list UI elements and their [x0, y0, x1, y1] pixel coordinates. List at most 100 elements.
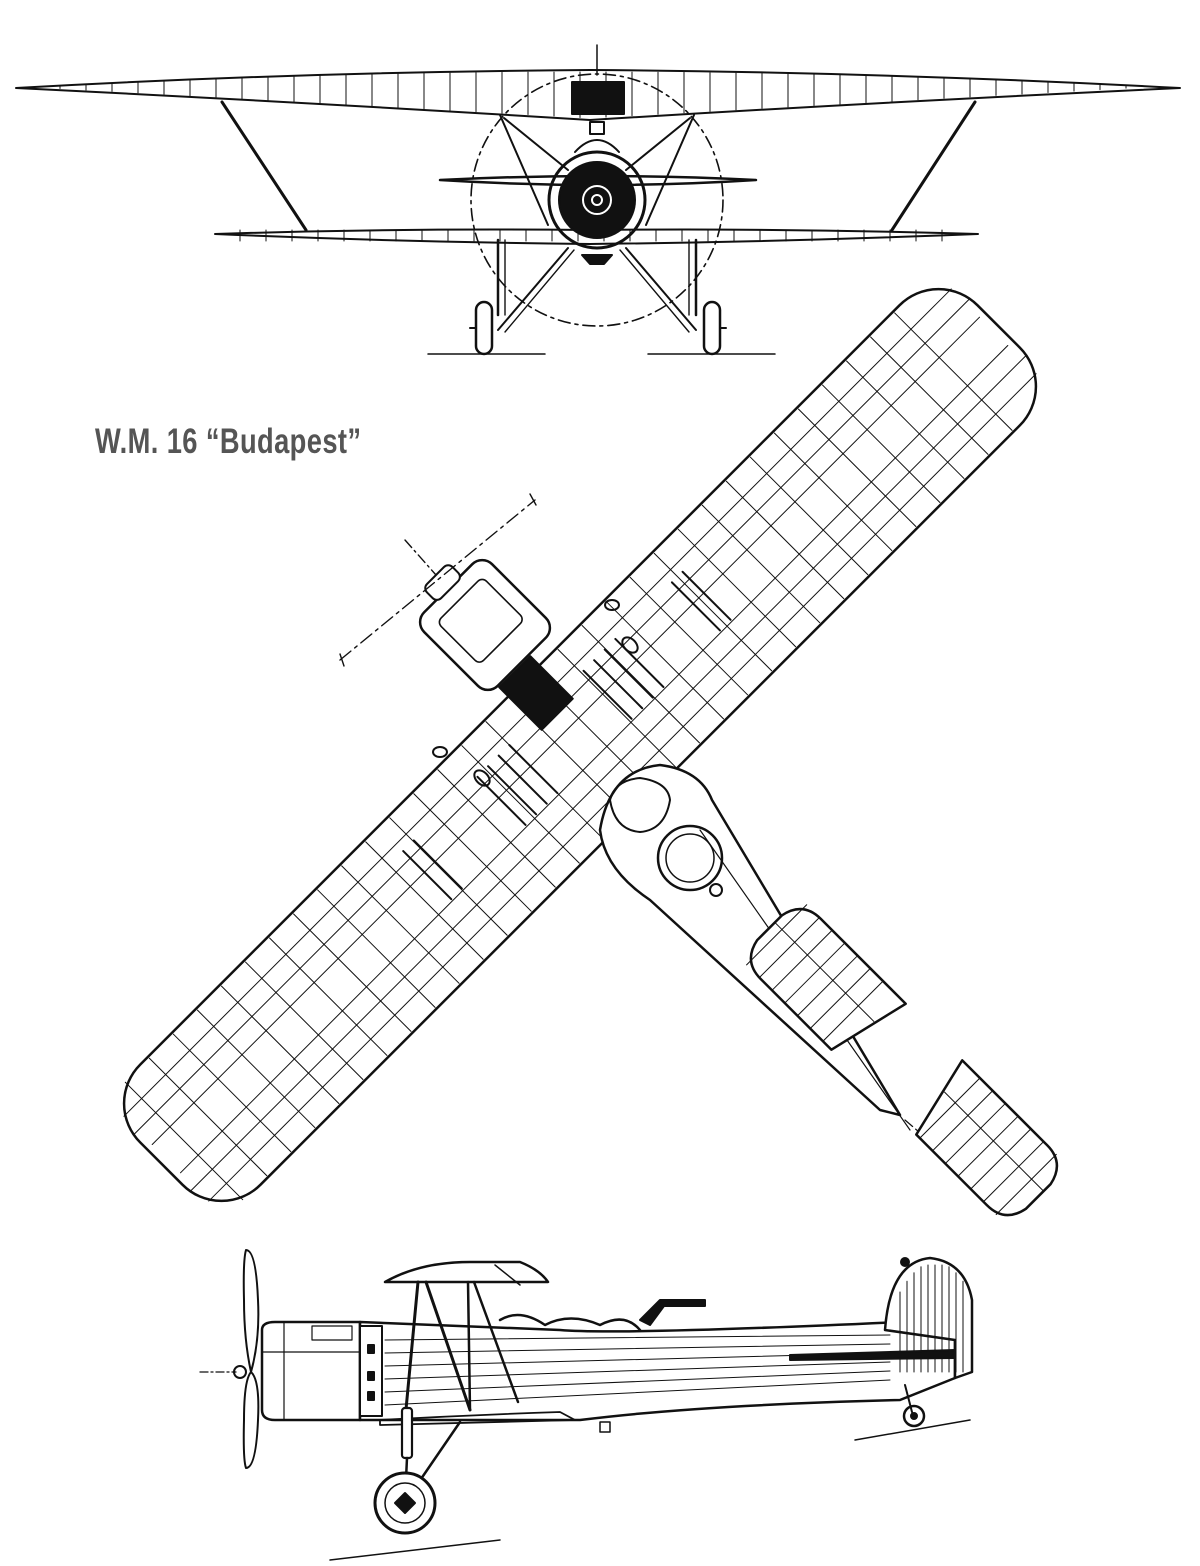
wing-rib	[701, 504, 821, 624]
wing-rib	[870, 336, 989, 455]
wheel-right	[702, 300, 722, 356]
belly-radiator	[581, 254, 613, 265]
belly-step	[599, 1421, 611, 1433]
tail-rib	[995, 1153, 1057, 1215]
propeller-hub	[582, 185, 612, 215]
flap-line	[190, 355, 1026, 1191]
wing-rib	[172, 1033, 292, 1153]
cabane-strut	[625, 117, 691, 171]
rear-gun	[639, 1299, 706, 1326]
wing-rib	[293, 913, 412, 1032]
wing-center-section-black	[571, 81, 625, 115]
tail-rib	[796, 955, 859, 1017]
side-view	[199, 1249, 974, 1561]
gunner-ring-inner	[665, 833, 715, 883]
wing-rib	[245, 961, 364, 1080]
oil-cooler	[589, 121, 605, 135]
center-section-black	[498, 655, 574, 731]
vent	[367, 1391, 375, 1401]
prop-tick	[339, 653, 345, 667]
tail-rib	[746, 904, 808, 966]
wing-rib	[846, 360, 965, 479]
tail-rib	[944, 1102, 1006, 1165]
tail-rib	[771, 929, 833, 991]
front-view	[15, 44, 1181, 356]
tail-rib	[919, 1077, 981, 1139]
wing-stringer	[151, 316, 981, 1146]
aileron-horn	[494, 1264, 521, 1286]
engine-core	[558, 161, 636, 239]
wing-rib	[365, 841, 484, 960]
gear-brace-left	[497, 247, 569, 331]
upper-wing-side	[383, 1260, 550, 1284]
wing-rib	[220, 985, 340, 1105]
wing-rib	[557, 649, 676, 768]
wing-plan	[122, 287, 1038, 1203]
wing-rib	[749, 456, 869, 576]
aircraft-title: W.M. 16 “Budapest”	[95, 422, 362, 461]
main-wheel-hub	[394, 1492, 416, 1514]
aerial-mast	[900, 1257, 910, 1267]
interplane-strut-right	[890, 100, 977, 232]
tail-rib	[809, 967, 871, 1030]
tail-rib	[822, 980, 884, 1042]
gun-mount	[709, 883, 723, 897]
elevator-hinge	[774, 921, 875, 1022]
upper-wing-front	[15, 69, 1181, 121]
propeller-blade	[242, 1371, 260, 1469]
upper-wing-ribs	[59, 71, 1127, 118]
wing-rib	[605, 600, 725, 720]
wing-rib	[148, 1057, 268, 1177]
engine-nose-plan	[418, 558, 552, 692]
aileron-hinge	[432, 746, 448, 758]
plan-view	[122, 287, 1059, 1217]
aileron-hinge	[604, 599, 620, 611]
gear-brace-right	[625, 247, 697, 331]
propeller-blade	[242, 1249, 260, 1373]
cabane-strut	[503, 117, 569, 171]
wing-rib	[269, 937, 388, 1056]
ground-line	[329, 1539, 501, 1561]
tailplane-front	[438, 174, 758, 187]
lower-wing-ribs	[239, 229, 943, 242]
cockpit-fairing	[609, 777, 671, 833]
strut	[466, 1280, 472, 1412]
wing-rib	[461, 745, 580, 864]
wing-stringer	[179, 344, 1009, 1174]
tail-rib	[957, 1115, 1019, 1177]
elevator-hinge	[944, 1091, 1045, 1192]
tailplane-side	[789, 1349, 956, 1361]
strut	[424, 1280, 472, 1412]
wing-rib	[317, 889, 436, 1008]
engine-cowling	[547, 150, 647, 250]
gear-brace-right	[619, 249, 690, 333]
wing-rib	[653, 552, 773, 672]
cabane-strut	[499, 114, 549, 226]
oleo-leg	[400, 1406, 414, 1460]
cockpit-opening	[498, 1313, 642, 1332]
strut	[403, 1280, 420, 1422]
wheel-left	[474, 300, 494, 356]
lower-wing-front	[214, 228, 979, 245]
gun-bay-lines	[402, 570, 732, 901]
wing-rib	[822, 384, 941, 503]
interplane-strut-left	[220, 100, 308, 232]
gear-brace-left	[504, 249, 575, 333]
wing-rib	[196, 1009, 316, 1129]
exhaust-panel	[311, 1325, 353, 1341]
thrust-line	[404, 539, 437, 576]
wing-rib	[725, 480, 845, 600]
tail-rib	[784, 942, 846, 1004]
wing-rib	[797, 408, 917, 528]
wing-rib	[124, 1081, 244, 1201]
tailwheel	[902, 1404, 926, 1428]
gunner-ring	[656, 824, 724, 892]
main-wheel-rim	[384, 1482, 426, 1524]
wing-rib	[629, 576, 749, 696]
tail-rib	[758, 916, 820, 979]
vent	[367, 1371, 375, 1381]
horizontal-tail-plan	[746, 904, 1059, 1217]
tail-rib	[982, 1141, 1045, 1203]
